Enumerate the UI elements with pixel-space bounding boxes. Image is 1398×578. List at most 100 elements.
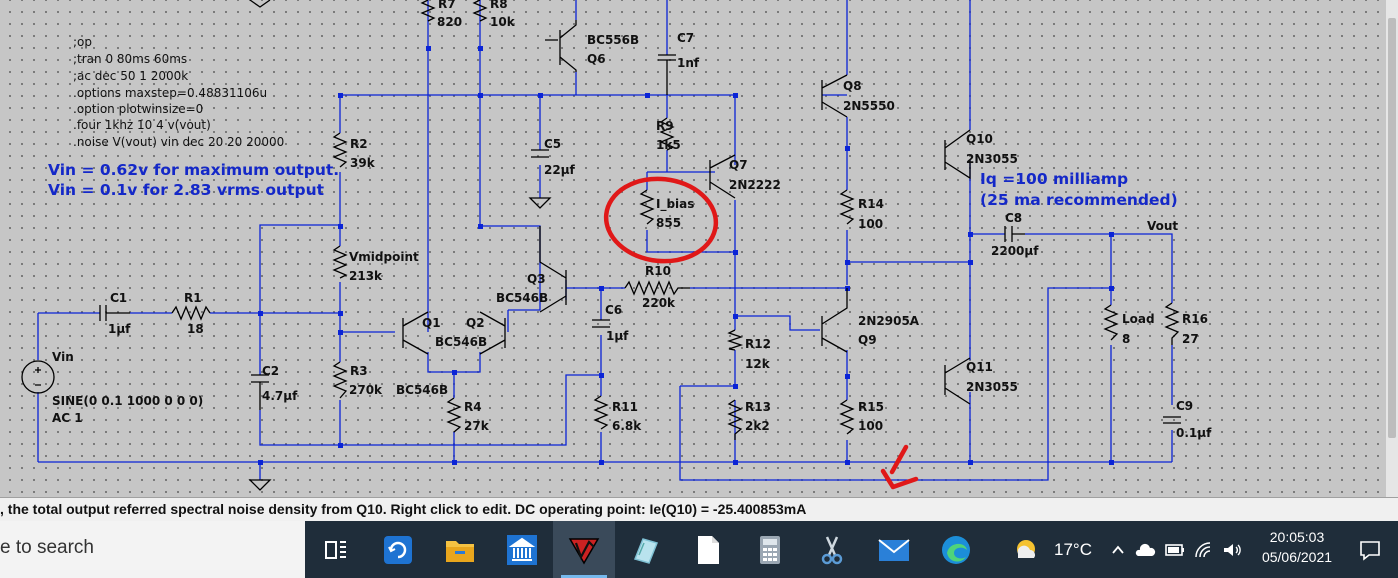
c8-value: 2200µf <box>991 244 1039 258</box>
vmid-name: Vmidpoint <box>349 250 419 264</box>
q8-model: 2N5550 <box>843 99 895 113</box>
c9-name: C9 <box>1176 399 1193 413</box>
q1-name: Q1 <box>422 316 441 330</box>
r16-value: 27 <box>1182 332 1199 346</box>
c9-value: 0.1µf <box>1176 426 1212 440</box>
vin-source-symbol <box>21 360 55 394</box>
taskbar-app-snipping-tool[interactable] <box>801 521 863 578</box>
q9-name: Q9 <box>858 333 877 347</box>
r4-value: 27k <box>464 419 490 433</box>
r16-symbol <box>1164 302 1180 345</box>
q7-model: 2N2222 <box>729 178 781 192</box>
r7-symbol <box>420 0 436 22</box>
r8-value: 10k <box>490 15 516 29</box>
wifi-icon[interactable] <box>1194 541 1214 559</box>
r9-name: R9 <box>656 119 674 133</box>
taskbar-app-calculator[interactable] <box>739 521 801 578</box>
q8-name: Q8 <box>843 79 862 93</box>
speaker-icon[interactable] <box>1222 541 1242 559</box>
c6-symbol <box>592 319 610 328</box>
clock-date: 05/06/2021 <box>1261 549 1333 565</box>
resistor-symbols <box>171 0 1180 440</box>
scrollbar-thumb[interactable] <box>1388 18 1396 438</box>
spice-directives[interactable]: ;op ;tran 0 80ms 60ms ;ac dec 50 1 2000k… <box>73 35 284 149</box>
r11-symbol <box>593 395 609 430</box>
q2-symbol <box>479 311 506 355</box>
component-labels[interactable]: R7 820 R8 10k BC556B Q6 C7 1nf Q8 2N5550… <box>52 0 1212 440</box>
r1-value: 18 <box>187 322 204 336</box>
q8-symbol <box>821 74 848 118</box>
folder-icon <box>446 540 474 562</box>
note-vin-max: Vin = 0.62v for maximum output. <box>48 161 339 179</box>
notes-app-icon <box>633 537 659 564</box>
r1-name: R1 <box>184 291 202 305</box>
status-text: , the total output referred spectral noi… <box>0 501 807 517</box>
chevron-up-icon[interactable] <box>1110 542 1126 558</box>
c1-value: 1µf <box>108 322 131 336</box>
scissors-icon <box>821 535 843 564</box>
r13-symbol <box>727 399 743 440</box>
edge-icon <box>942 535 970 564</box>
r10-value: 220k <box>642 296 676 310</box>
notification-icon <box>1360 540 1380 561</box>
r3-value: 270k <box>349 383 383 397</box>
taskbar-clock[interactable]: 20:05:03 05/06/2021 <box>1256 527 1338 567</box>
note-iq: Iq =100 milliamp <box>980 170 1128 188</box>
vertical-scrollbar[interactable] <box>1386 0 1398 497</box>
cloud-icon[interactable] <box>1134 542 1156 558</box>
schematic-canvas[interactable]: ;op ;tran 0 80ms 60ms ;ac dec 50 1 2000k… <box>0 0 1398 497</box>
r2-value: 39k <box>350 156 376 170</box>
r14-value: 100 <box>858 217 883 231</box>
status-bar: , the total output referred spectral noi… <box>0 497 1398 521</box>
taskbar-app-bank[interactable] <box>491 521 553 578</box>
ibias-name: I_bias <box>656 197 694 212</box>
c7-symbol <box>658 54 676 95</box>
r12-value: 12k <box>745 357 771 371</box>
r10-name: R10 <box>645 264 671 278</box>
c6-name: C6 <box>605 303 622 317</box>
taskbar-search-box[interactable]: e to search <box>0 521 305 578</box>
q9-symbol <box>821 288 848 353</box>
clock-time: 20:05:03 <box>1269 529 1325 545</box>
note-vin-283: Vin = 0.1v for 2.83 vrms output <box>48 181 325 199</box>
c5-name: C5 <box>544 137 561 151</box>
taskbar-app-file-explorer[interactable] <box>429 521 491 578</box>
load-name: Load <box>1122 312 1155 326</box>
r15-symbol <box>839 399 855 435</box>
taskbar-app-edge[interactable] <box>925 521 987 578</box>
r13-value: 2k2 <box>745 419 770 433</box>
notifications-button[interactable] <box>1350 521 1390 578</box>
taskbar-app-notes[interactable] <box>615 521 677 578</box>
junctions <box>258 46 1114 465</box>
calculator-icon <box>760 535 780 564</box>
blank-file-icon <box>698 535 719 564</box>
schematic-drawing[interactable]: ;op ;tran 0 80ms 60ms ;ac dec 50 1 2000k… <box>0 0 1386 497</box>
battery-icon[interactable] <box>1164 542 1186 558</box>
r12-name: R12 <box>745 337 771 351</box>
r2-name: R2 <box>350 137 368 151</box>
r14-symbol <box>839 189 855 225</box>
weather-temperature[interactable]: 17°C <box>1054 539 1092 559</box>
system-tray: 17°C <box>1012 521 1242 578</box>
ibias-value: 855 <box>656 216 681 230</box>
taskbar-app-refresh[interactable] <box>367 521 429 578</box>
q7-name: Q7 <box>729 158 748 172</box>
r13-name: R13 <box>745 400 771 414</box>
taskbar-app-file[interactable] <box>677 521 739 578</box>
q10-symbol <box>944 129 971 180</box>
q1q2-model-lower: BC546B <box>396 383 448 397</box>
c7-value: 1nf <box>677 56 700 70</box>
red-arrow-mark <box>880 444 919 490</box>
r15-value: 100 <box>858 419 883 433</box>
vmid-symbol <box>332 245 348 279</box>
weather-sun-cloud-icon[interactable] <box>1012 536 1040 564</box>
r14-name: R14 <box>858 197 884 211</box>
task-view-button[interactable] <box>305 521 367 578</box>
taskbar-app-mail[interactable] <box>863 521 925 578</box>
q1-q2-model: BC546B <box>435 335 487 349</box>
r11-value: 6.8k <box>612 419 642 433</box>
taskbar-app-ltspice[interactable] <box>553 521 615 578</box>
r10-symbol <box>624 280 690 296</box>
q3-name: Q3 <box>527 272 546 286</box>
ibias-symbol <box>639 189 655 225</box>
